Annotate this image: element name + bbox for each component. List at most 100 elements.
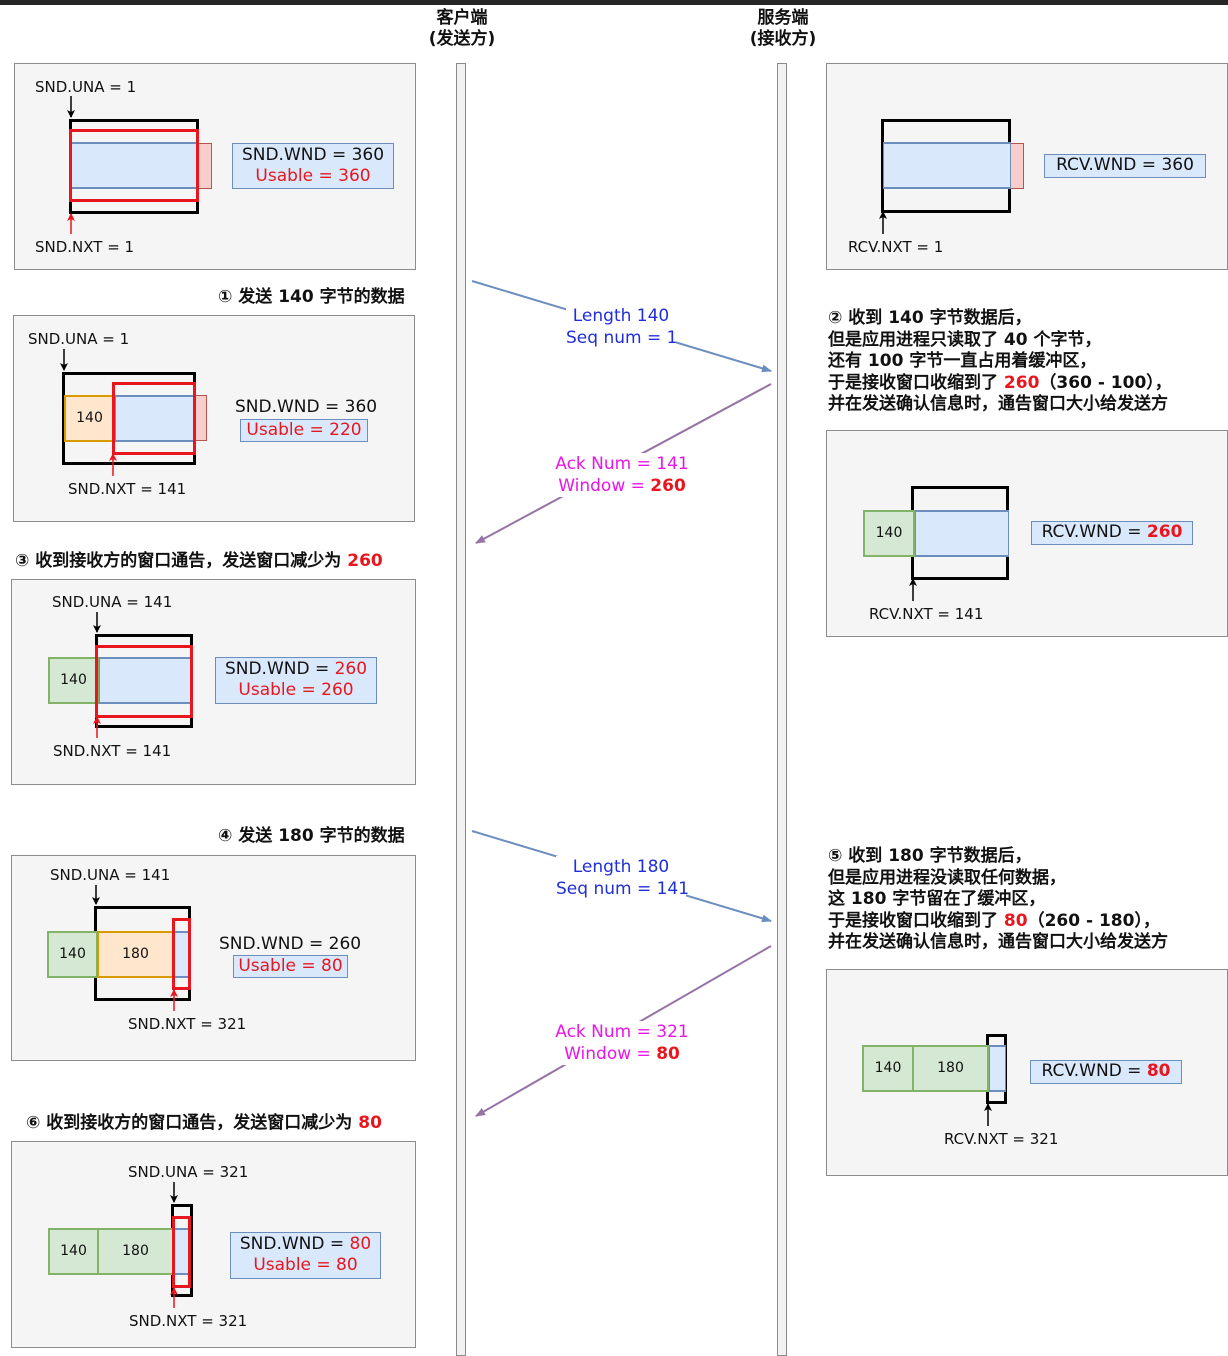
- client-header-subtitle: (发送方): [428, 29, 496, 49]
- snd-wnd-value: SND.WND = 360: [241, 145, 385, 165]
- snd-una-label: SND.UNA = 321: [128, 1163, 249, 1181]
- rcv-nxt-label: RCV.NXT = 141: [869, 605, 984, 623]
- snd-wnd-box: SND.WND = 360 Usable = 360: [232, 143, 394, 189]
- top-bar: [0, 0, 1228, 5]
- usable-value: Usable = 260: [238, 680, 354, 700]
- snd-wnd-number: 260: [334, 659, 368, 679]
- snd-nxt-label: SND.NXT = 321: [128, 1015, 247, 1033]
- receive-window-area: [883, 142, 1011, 189]
- snd-nxt-label: SND.NXT = 141: [53, 742, 172, 760]
- snd-wnd-prefix: SND.WND =: [239, 1234, 350, 1254]
- step-3-label: ③ 收到接收方的窗口通告，发送窗口减少为 260: [15, 546, 383, 571]
- step-5-line-4: 于是接收窗口收缩到了 80（260 - 180），: [828, 911, 1168, 933]
- usable-value: Usable = 80: [233, 955, 348, 978]
- message-2-window-value: 260: [650, 476, 686, 496]
- rcv-nxt-label: RCV.NXT = 1: [848, 238, 944, 256]
- message-4-window-prefix: Window =: [564, 1044, 657, 1064]
- step-6-value: 80: [358, 1113, 382, 1133]
- sent-unacked-segment-140: 140: [64, 395, 115, 442]
- snd-wnd-number: 80: [349, 1234, 372, 1254]
- acked-segment-140: 140: [48, 657, 99, 704]
- usable-value: Usable = 220: [240, 419, 368, 442]
- message-4-ack: Ack Num = 321: [555, 1022, 689, 1042]
- snd-wnd-value: SND.WND = 360: [235, 397, 378, 417]
- server-header-title: 服务端: [757, 8, 809, 28]
- step-2-line-4-text: 于是接收窗口收缩到了: [828, 372, 1004, 393]
- send-window-box: [172, 1216, 191, 1288]
- step-2-line-2: 但是应用进程只读取了 40 个字节，: [828, 329, 1102, 350]
- message-4-label: Ack Num = 321 Window = 80: [555, 1021, 689, 1065]
- message-3-label: Length 180 Seq num = 141: [556, 856, 690, 900]
- snd-wnd-box: SND.WND = 80 Usable = 80: [230, 1232, 381, 1279]
- message-4-window: Window = 80: [555, 1043, 689, 1065]
- snd-wnd-box: SND.WND = 260 Usable = 260: [215, 657, 377, 704]
- step-5-line-3: 这 180 字节留在了缓冲区，: [828, 889, 1046, 910]
- message-2-window: Window = 260: [555, 475, 689, 497]
- message-3-length: Length 180: [572, 857, 670, 877]
- snd-una-label: SND.UNA = 1: [28, 330, 130, 348]
- step-3-value: 260: [347, 551, 383, 571]
- rcv-wnd-number: 260: [1146, 522, 1183, 542]
- client-header-title: 客户端: [436, 8, 488, 28]
- rcv-wnd-prefix: RCV.WND =: [1041, 1061, 1147, 1081]
- step-6-label: ⑥ 收到接收方的窗口通告，发送窗口减少为 80: [26, 1108, 382, 1133]
- message-1-label: Length 140 Seq num = 1: [566, 305, 678, 349]
- message-3-seq: Seq num = 141: [556, 879, 690, 899]
- snd-wnd-prefix: SND.WND =: [224, 659, 335, 679]
- client-header: 客户端 (发送方): [412, 8, 512, 50]
- snd-nxt-label: SND.NXT = 321: [129, 1312, 248, 1330]
- rcv-wnd-prefix: RCV.WND =: [1041, 522, 1147, 542]
- usable-window-area: [71, 142, 199, 189]
- step-2-line-1: ② 收到 140 字节数据后，: [828, 308, 1032, 328]
- message-1-seq: Seq num = 1: [566, 328, 678, 348]
- message-4-window-value: 80: [656, 1044, 680, 1064]
- receive-window-area: [989, 1045, 1006, 1092]
- send-window-box: [112, 382, 196, 455]
- step-2-note: ② 收到 140 字节数据后， 但是应用进程只读取了 40 个字节， 还有 10…: [828, 308, 1172, 416]
- acked-segment-140: 140: [48, 1228, 99, 1275]
- step-5-line-1: ⑤ 收到 180 字节数据后，: [828, 846, 1032, 866]
- received-segment-180: 180: [912, 1045, 989, 1092]
- step-5-line-2: 但是应用进程没读取任何数据，: [828, 867, 1066, 888]
- acked-segment-140: 140: [47, 931, 98, 978]
- step-2-line-4-calc: （360 - 100），: [1039, 372, 1172, 393]
- rcv-wnd-value: RCV.WND = 260: [1031, 521, 1193, 545]
- message-1-length: Length 140: [572, 306, 670, 326]
- step-5-line-4-calc: （260 - 180），: [1027, 910, 1160, 931]
- snd-una-label: SND.UNA = 1: [35, 78, 137, 96]
- rcv-wnd-number: 80: [1146, 1061, 1171, 1081]
- usable-value: Usable = 360: [255, 166, 371, 186]
- message-2-label: Ack Num = 141 Window = 260: [555, 453, 689, 497]
- send-window-box: [172, 918, 191, 990]
- step-5-line-5: 并在发送确认信息时，通告窗口大小给发送方: [828, 932, 1168, 953]
- snd-una-label: SND.UNA = 141: [50, 866, 171, 884]
- step-2-line-3: 还有 100 字节一直占用着缓冲区，: [828, 351, 1097, 372]
- step-1-label: ① 发送 140 字节的数据: [218, 287, 405, 307]
- step-2-line-4: 于是接收窗口收缩到了 260（360 - 100），: [828, 373, 1172, 395]
- message-2-window-prefix: Window =: [558, 476, 651, 496]
- send-window-box: [95, 645, 193, 718]
- step-5-note: ⑤ 收到 180 字节数据后， 但是应用进程没读取任何数据， 这 180 字节留…: [828, 846, 1168, 954]
- step-2-window-value: 260: [1003, 372, 1040, 393]
- received-segment-140: 140: [863, 510, 915, 557]
- rcv-wnd-value: RCV.WND = 360: [1044, 154, 1206, 178]
- snd-wnd-value: SND.WND = 80: [231, 1234, 380, 1255]
- usable-value: Usable = 80: [253, 1255, 358, 1275]
- server-header-subtitle: (接收方): [749, 29, 817, 49]
- acked-segment-180: 180: [97, 1228, 174, 1275]
- server-header: 服务端 (接收方): [733, 8, 833, 50]
- message-2-ack: Ack Num = 141: [555, 454, 689, 474]
- snd-nxt-label: SND.NXT = 1: [35, 238, 135, 256]
- snd-nxt-label: SND.NXT = 141: [68, 480, 187, 498]
- step-3-text: ③ 收到接收方的窗口通告，发送窗口减少为: [15, 551, 348, 571]
- send-window-box: [69, 129, 199, 202]
- snd-una-label: SND.UNA = 141: [52, 593, 173, 611]
- step-2-line-5: 并在发送确认信息时，通告窗口大小给发送方: [828, 394, 1168, 415]
- rcv-nxt-label: RCV.NXT = 321: [944, 1130, 1059, 1148]
- rcv-wnd-value: RCV.WND = 80: [1030, 1060, 1182, 1084]
- step-6-text: ⑥ 收到接收方的窗口通告，发送窗口减少为: [26, 1113, 359, 1133]
- step-4-label: ④ 发送 180 字节的数据: [218, 826, 405, 846]
- step-5-line-4-text: 于是接收窗口收缩到了: [828, 910, 1004, 931]
- snd-wnd-value: SND.WND = 260: [219, 934, 362, 954]
